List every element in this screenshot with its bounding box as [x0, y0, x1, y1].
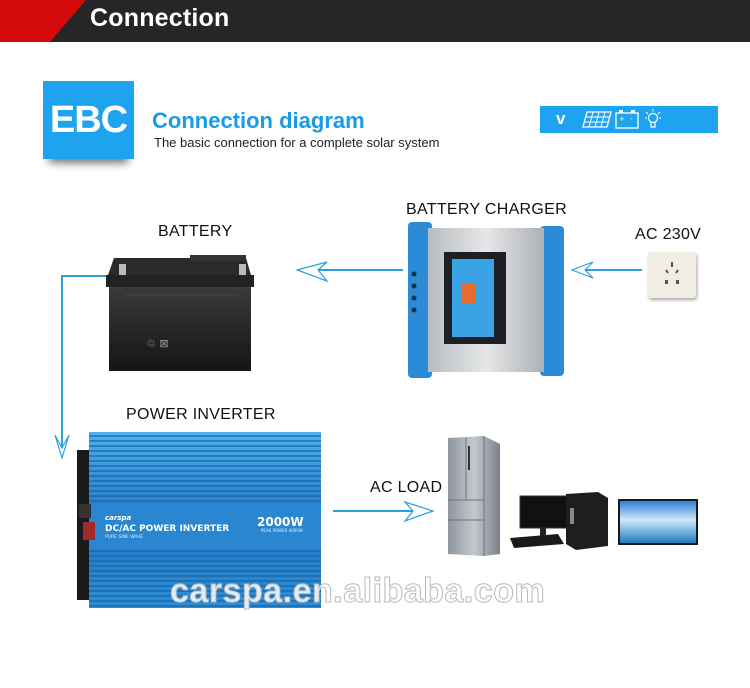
svg-text:-: -	[630, 115, 633, 123]
arrow-ac-to-charger	[570, 261, 642, 279]
arrow-battery-to-inverter	[54, 275, 120, 461]
ac-source-label: AC 230V	[635, 226, 702, 243]
charger-label: BATTERY CHARGER	[406, 201, 567, 218]
battery-image: ♲ ⊠	[106, 255, 254, 371]
diagram-subtitle: The basic connection for a complete sola…	[154, 135, 440, 150]
ebc-logo-text: EBC	[49, 99, 128, 141]
ebc-logo: EBC	[43, 81, 134, 159]
svg-text:+: +	[619, 115, 625, 123]
load-label: AC LOAD	[370, 479, 443, 496]
outlet-socket-icon	[665, 262, 679, 284]
svg-text:PURE SINE WAVE: PURE SINE WAVE	[105, 534, 143, 540]
svg-text:carspa: carspa	[105, 514, 132, 522]
header-title: Connection	[90, 4, 230, 32]
television-image	[618, 499, 698, 545]
battery-icon: + -	[615, 110, 639, 129]
solar-panel-icon	[582, 111, 612, 128]
power-inverter-image: carspa DC/AC POWER INVERTER PURE SINE WA…	[77, 432, 321, 608]
light-bulb-icon	[645, 109, 661, 128]
svg-text:♲ ⊠: ♲ ⊠	[146, 337, 169, 350]
svg-text:DC/AC POWER INVERTER: DC/AC POWER INVERTER	[105, 524, 229, 534]
v-icon: v	[556, 109, 566, 128]
arrow-charger-to-battery	[295, 261, 403, 283]
refrigerator-image	[448, 436, 500, 556]
icon-strip: v + -	[540, 106, 718, 133]
header-bar: Connection	[0, 0, 750, 42]
battery-label: BATTERY	[158, 223, 233, 240]
header-red-accent	[0, 0, 50, 42]
svg-text:PEAK POWER 4000W: PEAK POWER 4000W	[261, 528, 303, 533]
diagram-title: Connection diagram	[152, 108, 365, 133]
inverter-label: POWER INVERTER	[126, 406, 276, 423]
header-red-slant	[50, 0, 86, 42]
desktop-computer-image	[510, 492, 608, 550]
ac-outlet-image	[648, 252, 696, 298]
watermark: carspa.en.alibaba.com	[169, 572, 546, 611]
arrow-inverter-to-load	[333, 500, 435, 523]
svg-text:2000W: 2000W	[257, 515, 304, 529]
battery-charger-image	[408, 222, 564, 378]
